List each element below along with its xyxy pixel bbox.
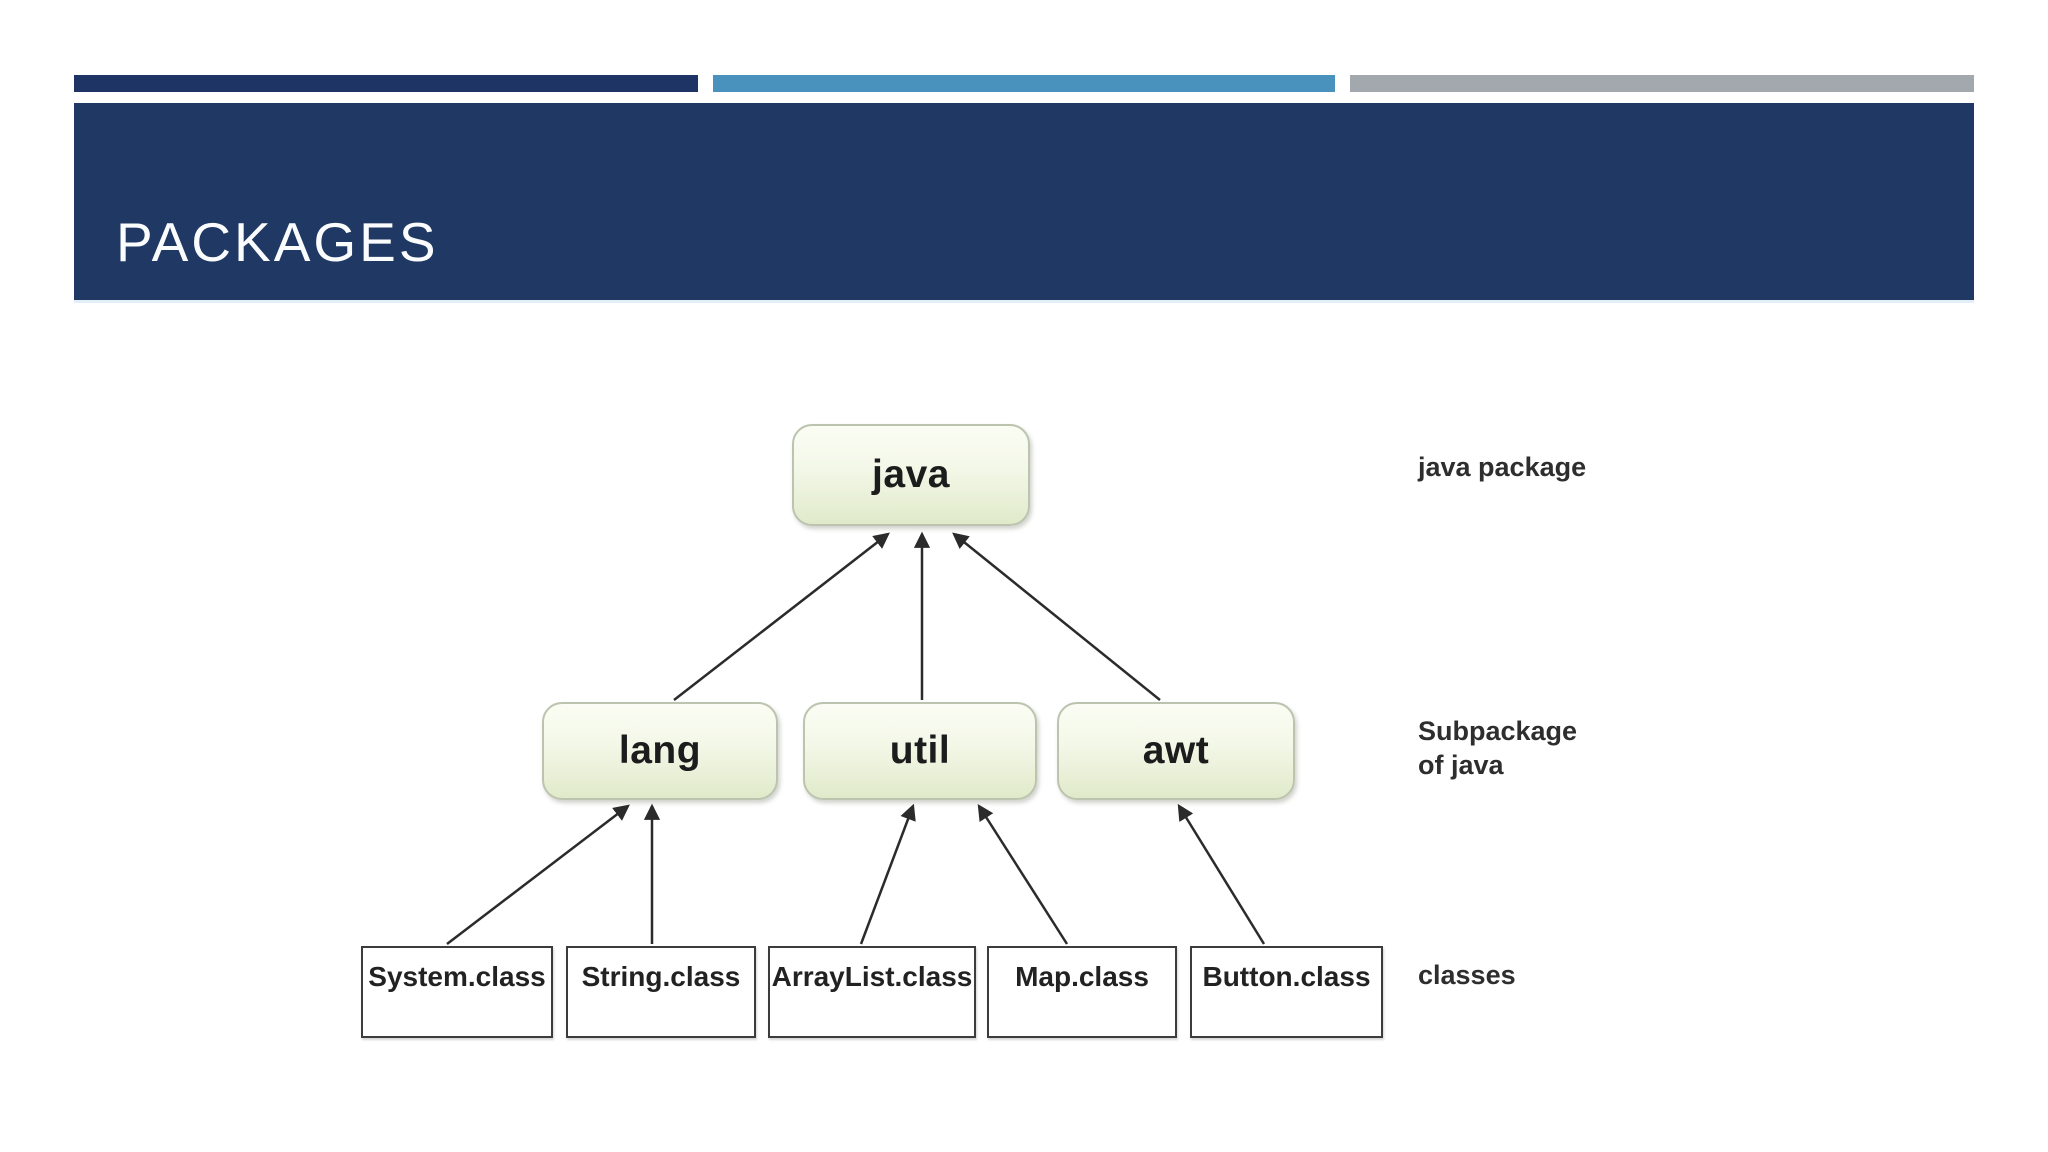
- package-node-java: java: [792, 424, 1030, 526]
- class-node-string: String.class: [566, 946, 756, 1038]
- package-node-label: awt: [1142, 729, 1210, 772]
- package-node-lang: lang: [542, 702, 778, 800]
- annotation-subpackage: Subpackage of java: [1418, 714, 1577, 782]
- accent-bar-navy: [74, 75, 698, 92]
- package-node-label: java: [872, 453, 950, 496]
- arrow-system-to-lang: [446, 804, 630, 945]
- class-node-label: ArrayList.class: [771, 961, 973, 992]
- arrow-lang-to-java: [673, 532, 890, 701]
- class-node-arraylist: ArrayList.class: [768, 946, 976, 1038]
- arrow-awt-to-java: [952, 532, 1161, 701]
- class-node-button: Button.class: [1190, 946, 1383, 1038]
- arrow-arraylist-to-util: [859, 803, 916, 945]
- class-node-label: Button.class: [1202, 961, 1371, 992]
- annotation-java-package: java package: [1418, 452, 1587, 482]
- class-node-map: Map.class: [987, 946, 1177, 1038]
- package-node-awt: awt: [1057, 702, 1295, 800]
- class-node-system: System.class: [361, 946, 553, 1038]
- annotation-subpackage-line2: of java: [1418, 750, 1504, 780]
- annotation-classes: classes: [1418, 960, 1516, 990]
- arrow-button-to-awt: [1177, 803, 1266, 945]
- class-node-label: String.class: [581, 961, 741, 992]
- accent-bar-blue: [713, 75, 1335, 92]
- class-node-label: Map.class: [1015, 961, 1149, 992]
- annotation-subpackage-line1: Subpackage: [1418, 716, 1578, 746]
- package-node-label: util: [889, 729, 951, 772]
- arrow-map-to-util: [977, 803, 1069, 945]
- class-node-label: System.class: [368, 961, 546, 992]
- accent-bar-gray: [1350, 75, 1974, 92]
- title-band: PACKAGES: [74, 103, 1974, 303]
- package-node-util: util: [803, 702, 1037, 800]
- slide-title: PACKAGES: [116, 211, 439, 273]
- package-node-label: lang: [618, 729, 702, 772]
